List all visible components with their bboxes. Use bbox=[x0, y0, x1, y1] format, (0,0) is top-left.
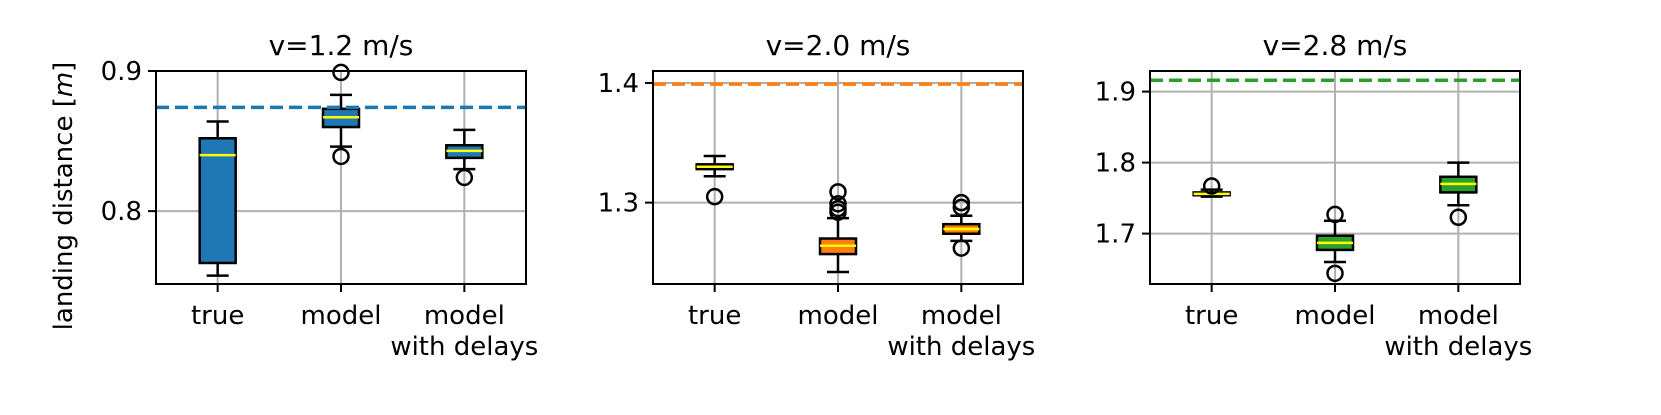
box-3 bbox=[445, 128, 484, 187]
y-tick-label: 0.8 bbox=[101, 197, 142, 227]
box-2 bbox=[321, 63, 361, 166]
outlier-point bbox=[332, 147, 350, 166]
x-tick-label: true bbox=[688, 301, 741, 331]
y-tick-label: 1.3 bbox=[598, 189, 639, 219]
outlier-point bbox=[829, 195, 847, 213]
chart-title: v=1.2 m/s bbox=[269, 29, 414, 62]
x-tick-label: true bbox=[1185, 301, 1238, 331]
outlier-point bbox=[332, 63, 350, 82]
box-2 bbox=[818, 183, 858, 274]
x-tick-label: with delays bbox=[887, 332, 1035, 362]
box-3 bbox=[942, 193, 981, 257]
box-3 bbox=[1439, 161, 1478, 227]
y-axis-label-text: landing distance [ bbox=[49, 97, 79, 330]
y-tick-label: 0.9 bbox=[101, 57, 142, 87]
y-axis-label: landing distance [m] bbox=[49, 62, 79, 331]
box-1 bbox=[1192, 177, 1231, 198]
outlier-point bbox=[829, 203, 847, 221]
chart-title: v=2.8 m/s bbox=[1263, 29, 1408, 62]
outlier-point bbox=[1202, 177, 1221, 195]
outlier-point bbox=[952, 193, 971, 212]
box-1 bbox=[198, 120, 237, 277]
outlier-point bbox=[705, 187, 724, 206]
x-tick-label: model bbox=[1418, 301, 1499, 331]
y-axis-label-close: ] bbox=[49, 62, 79, 72]
outlier-point bbox=[1449, 208, 1468, 227]
y-axis-label-unit: m bbox=[49, 72, 79, 97]
chart-title: v=2.0 m/s bbox=[766, 29, 911, 62]
y-tick-label: 1.4 bbox=[598, 69, 639, 99]
outlier-point bbox=[1326, 205, 1344, 224]
x-tick-label: model bbox=[301, 301, 382, 331]
box-1 bbox=[695, 154, 734, 206]
outlier-point bbox=[829, 183, 847, 201]
box-body bbox=[198, 137, 237, 265]
x-tick-label: model bbox=[1295, 301, 1376, 331]
y-tick-label: 1.7 bbox=[1095, 220, 1136, 250]
outlier-point bbox=[455, 168, 474, 187]
x-tick-label: model bbox=[921, 301, 1002, 331]
outlier-point bbox=[952, 198, 971, 217]
outlier-point bbox=[952, 239, 971, 257]
x-tick-label: model bbox=[424, 301, 505, 331]
box-2 bbox=[1315, 205, 1355, 283]
y-tick-label: 1.8 bbox=[1095, 149, 1136, 179]
x-tick-label: true bbox=[191, 301, 244, 331]
y-tick-label: 1.9 bbox=[1095, 78, 1136, 108]
x-tick-label: with delays bbox=[390, 332, 538, 362]
x-tick-label: with delays bbox=[1384, 332, 1532, 362]
x-tick-label: model bbox=[798, 301, 879, 331]
outlier-point bbox=[1326, 264, 1344, 283]
